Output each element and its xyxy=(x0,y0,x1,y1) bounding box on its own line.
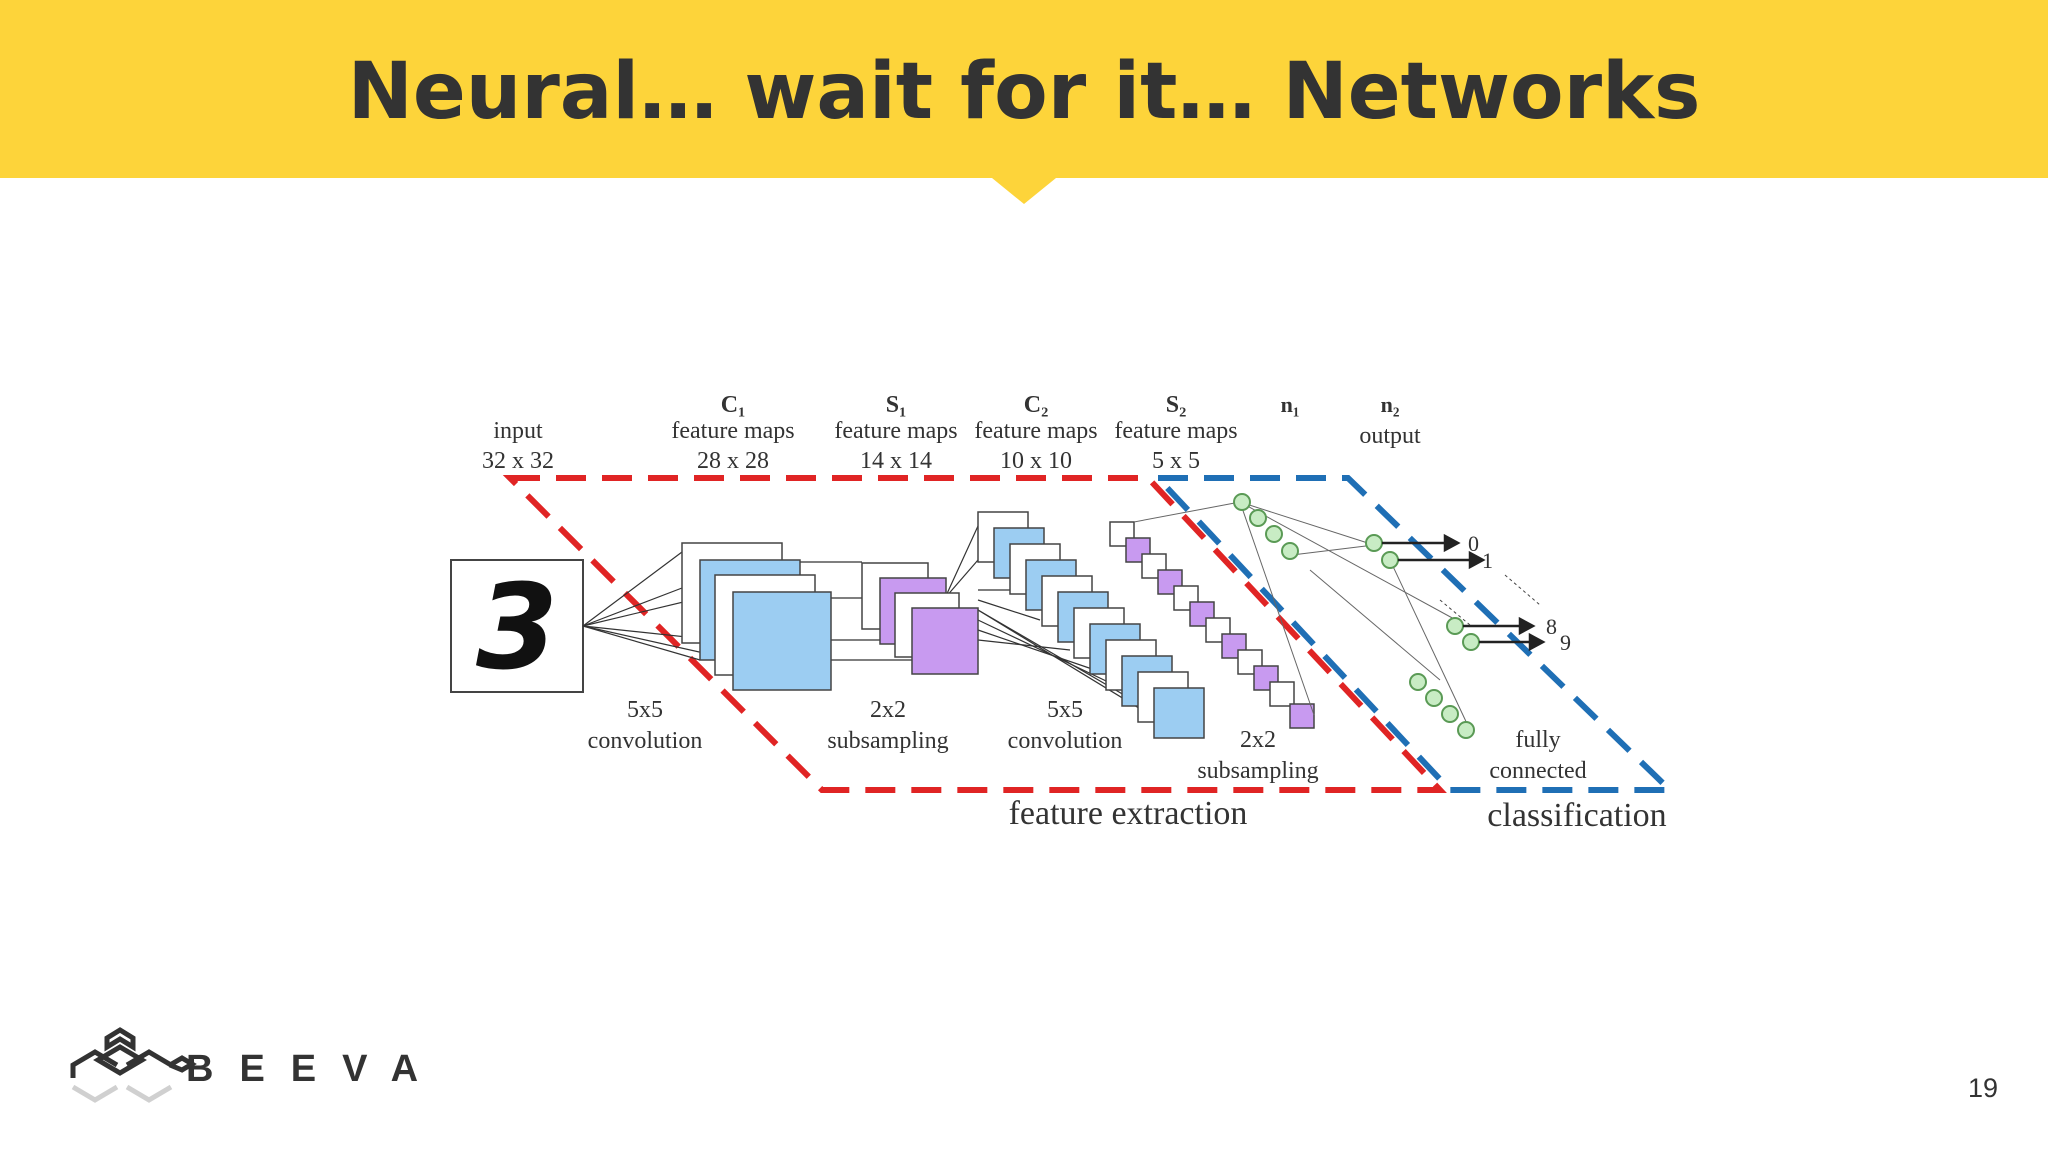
s2-feature-maps xyxy=(1109,521,1315,729)
s2-size: 5 x 5 xyxy=(1152,448,1200,474)
op4-top: 2x2 xyxy=(1240,727,1276,753)
section-classification: classification xyxy=(1487,797,1666,834)
page-number: 19 xyxy=(1968,1073,1999,1103)
output-label-0: 0 xyxy=(1468,531,1479,556)
output-label-8: 8 xyxy=(1546,614,1557,639)
op5-bottom: connected xyxy=(1489,758,1586,784)
s2-name: S₂ xyxy=(1166,392,1187,418)
op1-bottom: convolution xyxy=(588,728,703,754)
slide-title: Neural… wait for it… Networks xyxy=(347,47,1701,137)
logo-wordmark: BEEVA xyxy=(186,1048,445,1090)
n2-name: n₂ xyxy=(1381,392,1400,417)
s1-feature-maps xyxy=(861,562,979,675)
s2-to-n1-lines xyxy=(1133,501,1471,731)
op2-top: 2x2 xyxy=(870,697,906,723)
c1-feature-maps xyxy=(681,542,832,691)
s1-desc: feature maps xyxy=(834,418,957,444)
c1-desc: feature maps xyxy=(671,418,794,444)
output-label-9: 9 xyxy=(1560,630,1571,655)
op3-bottom: convolution xyxy=(1008,728,1123,754)
c2-desc: feature maps xyxy=(974,418,1097,444)
c2-name: C₂ xyxy=(1024,392,1049,418)
op1-top: 5x5 xyxy=(627,697,663,723)
beeva-logo-icon xyxy=(70,1027,197,1103)
input-image: 3 xyxy=(450,558,584,696)
c1-size: 28 x 28 xyxy=(697,448,769,474)
title-banner xyxy=(0,0,2048,178)
section-feature-extraction: feature extraction xyxy=(1009,795,1248,832)
s1-name: S₁ xyxy=(886,392,907,418)
op5-top: fully xyxy=(1515,727,1560,753)
s1-size: 14 x 14 xyxy=(860,448,932,474)
output-ellipsis xyxy=(1439,574,1541,626)
c1-name: C₁ xyxy=(721,392,746,418)
op2-bottom: subsampling xyxy=(827,728,948,754)
n2-desc: output xyxy=(1359,423,1421,449)
n1-neurons xyxy=(1233,493,1475,739)
output-label-1: 1 xyxy=(1482,548,1493,573)
output-arrows xyxy=(1382,533,1546,652)
c2-feature-maps xyxy=(977,511,1205,739)
input-digit: 3 xyxy=(476,558,558,696)
feature-extraction-region xyxy=(502,475,1447,793)
op3-top: 5x5 xyxy=(1047,697,1083,723)
input-label: input xyxy=(493,418,543,444)
n1-name: n₁ xyxy=(1281,392,1300,417)
input-size: 32 x 32 xyxy=(482,448,554,474)
op4-bottom: subsampling xyxy=(1197,758,1318,784)
c2-size: 10 x 10 xyxy=(1000,448,1072,474)
s2-desc: feature maps xyxy=(1114,418,1237,444)
banner-pointer xyxy=(992,178,1056,204)
